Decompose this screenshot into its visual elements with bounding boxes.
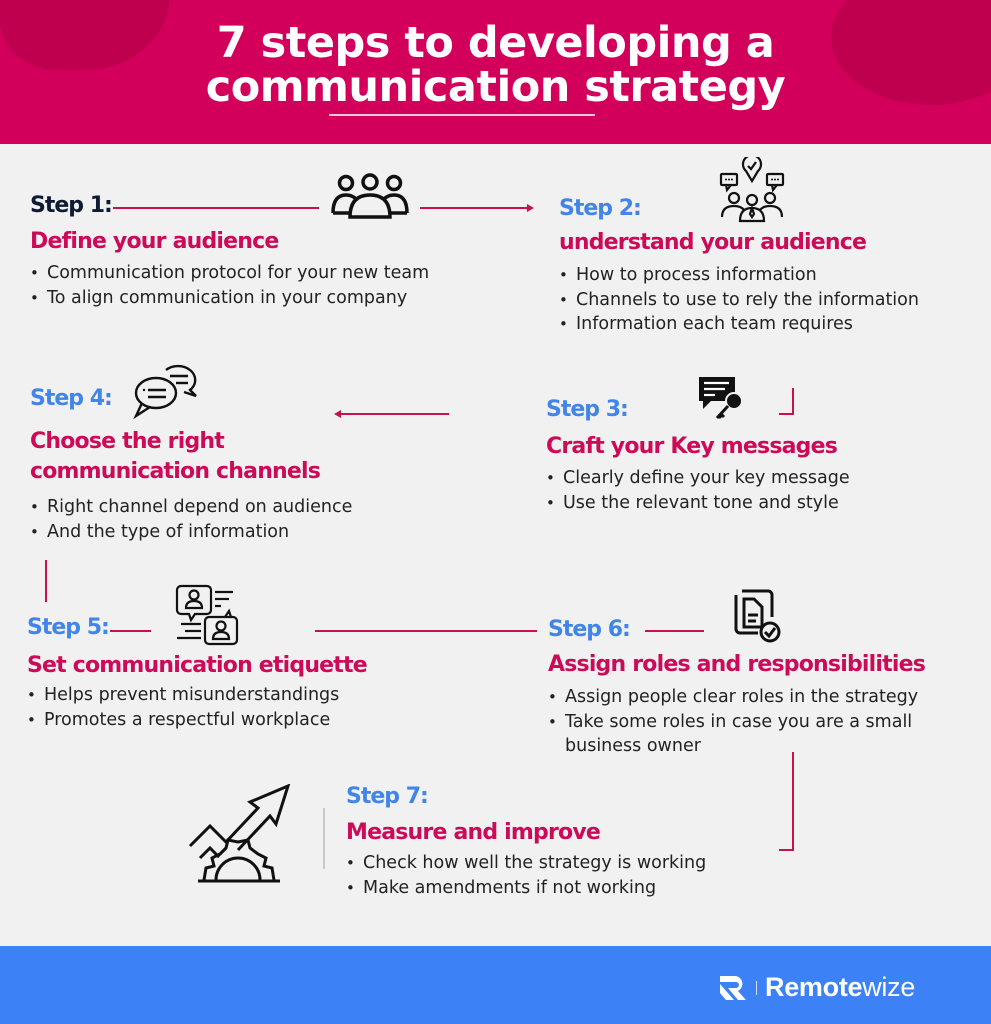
step-6-title: Assign roles and responsibilities: [548, 652, 926, 677]
connector-line: [420, 207, 528, 209]
connector-line: [110, 630, 151, 632]
bullet-item: Right channel depend on audience: [30, 495, 352, 520]
step-1-bullets: Communication protocol for your new team…: [30, 261, 429, 310]
step-4-title-line1: Choose the right: [30, 429, 225, 454]
bullet-item: And the type of information: [30, 520, 352, 545]
brand-name: Remotewize: [765, 972, 915, 1003]
connector-line: [645, 630, 704, 632]
step-1-label: Step 1:: [30, 193, 113, 218]
bullet-item: Use the relevant tone and style: [546, 491, 850, 516]
step-5-label: Step 5:: [27, 615, 110, 640]
remotewize-logo-icon: [720, 975, 746, 1000]
team-feedback-icon: [719, 157, 785, 223]
arrow-left-icon: [334, 410, 341, 418]
people-group-icon: [331, 173, 409, 219]
bullet-item: Helps prevent misunderstandings: [27, 683, 339, 708]
bullet-item: Channels to use to rely the information: [559, 288, 919, 313]
step-7-label: Step 7:: [346, 784, 429, 809]
bullet-item: To align communication in your company: [30, 286, 429, 311]
bullet-item: Assign people clear roles in the strateg…: [548, 685, 918, 710]
connector-line: [315, 630, 537, 632]
connector-line: [792, 752, 794, 850]
step-3-bullets: Clearly define your key message Use the …: [546, 466, 850, 515]
step-6-bullets: Assign people clear roles in the strateg…: [548, 685, 918, 759]
bullet-item: How to process information: [559, 263, 919, 288]
document-check-icon: [734, 589, 781, 643]
growth-gear-icon: [188, 784, 291, 883]
connector-line: [340, 413, 449, 415]
step-2-label: Step 2:: [559, 196, 642, 221]
brand-logo: Remotewize: [718, 972, 915, 1003]
step-4-title: Choose the right communication channels: [30, 427, 321, 487]
connector-line: [113, 207, 319, 209]
step-1-title: Define your audience: [30, 229, 279, 254]
brand-name-light: wize: [862, 972, 916, 1002]
connector-line: [45, 560, 47, 602]
step-7-title: Measure and improve: [346, 820, 601, 845]
connector-line: [792, 388, 794, 414]
bullet-item: Clearly define your key message: [546, 466, 850, 491]
connector-line: [779, 413, 794, 415]
brand-name-bold: Remote: [765, 972, 863, 1002]
bullet-item: Take some roles in case you are a small: [548, 710, 918, 735]
step-4-title-line2: communication channels: [30, 459, 321, 484]
bullet-item: Communication protocol for your new team: [30, 261, 429, 286]
bullet-item: Promotes a respectful workplace: [27, 708, 339, 733]
message-key-icon: [699, 377, 743, 420]
arrow-right-icon: [527, 204, 534, 212]
vertical-divider: [323, 808, 325, 869]
connector-line: [779, 849, 794, 851]
step-5-bullets: Helps prevent misunderstandings Promotes…: [27, 683, 339, 732]
step-7-bullets: Check how well the strategy is working M…: [346, 851, 706, 900]
page-title-line1: 7 steps to developing a: [216, 18, 775, 68]
step-4-label: Step 4:: [30, 386, 113, 411]
footer-bar: [0, 946, 991, 1024]
bullet-item: Check how well the strategy is working: [346, 851, 706, 876]
chat-bubbles-icon: [133, 364, 197, 420]
bullet-item: Information each team requires: [559, 312, 919, 337]
step-3-title: Craft your Key messages: [546, 434, 838, 459]
step-4-bullets: Right channel depend on audience And the…: [30, 495, 352, 544]
step-5-title: Set communication etiquette: [27, 653, 368, 678]
step-6-label: Step 6:: [548, 617, 631, 642]
brand-divider: [756, 980, 757, 995]
step-2-title: understand your audience: [559, 230, 867, 255]
step-2-bullets: How to process information Channels to u…: [559, 263, 919, 337]
step-3-label: Step 3:: [546, 397, 629, 422]
bullet-item: Make amendments if not working: [346, 876, 706, 901]
header-banner: 7 steps to developing a communication st…: [0, 0, 991, 144]
user-conversation-icon: [175, 584, 239, 646]
title-underline: [329, 114, 595, 116]
bullet-continuation: business owner: [565, 736, 701, 756]
page-title-line2: communication strategy: [205, 62, 786, 112]
